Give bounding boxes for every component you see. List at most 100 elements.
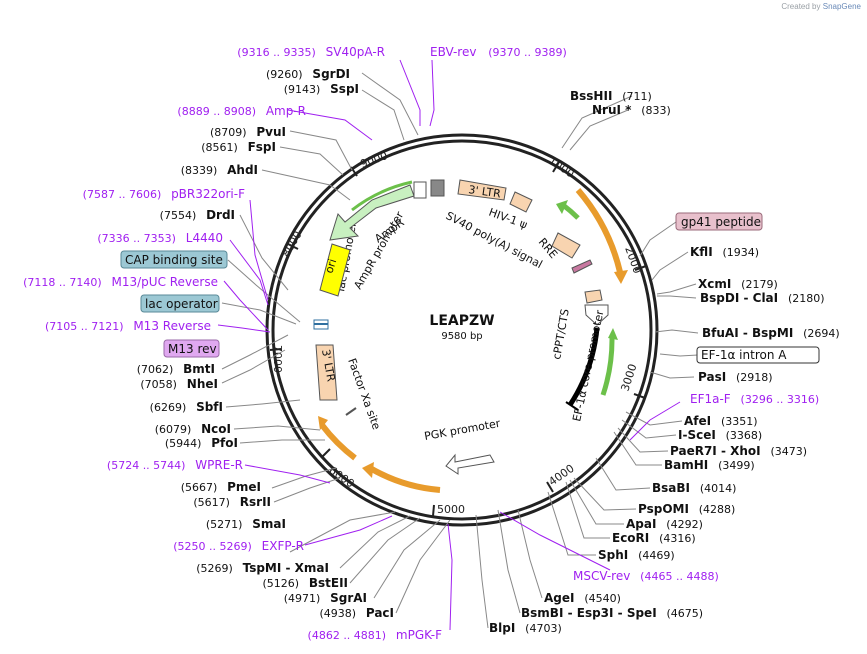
- snapgene-watermark: Created by SnapGene: [781, 2, 861, 11]
- site-bsteii[interactable]: BstEII: [309, 576, 348, 590]
- site-bsteii-pos: (5126): [262, 577, 299, 590]
- tick-8000: 8000: [279, 229, 304, 260]
- site-nhei[interactable]: NheI: [187, 377, 218, 391]
- feature-cap[interactable]: CAP binding site: [125, 253, 223, 267]
- site-drdi[interactable]: DrdI: [206, 208, 235, 222]
- site-ncoi[interactable]: NcoI: [201, 422, 231, 436]
- site-afei-pos: (3351): [721, 415, 758, 428]
- primer-ef1af[interactable]: EF1a-F: [690, 392, 731, 406]
- primer-mscv-pos: (4465 .. 4488): [640, 570, 719, 583]
- primer-ebvrev[interactable]: EBV-rev: [430, 45, 476, 59]
- site-bamhi[interactable]: BamHI: [664, 458, 708, 472]
- svg-text:(7105 .. 7121) M13 Reverse: (7105 .. 7121) M13 Reverse: [45, 319, 211, 333]
- orange-arrow-bottom-head: [362, 462, 374, 478]
- primer-exfpr[interactable]: EXFP-R: [262, 539, 304, 553]
- site-sspi[interactable]: SspI: [330, 82, 359, 96]
- primer-ampr[interactable]: Amp-R: [266, 104, 306, 118]
- ampr-promoter-box: [413, 181, 427, 199]
- primer-mpgkf[interactable]: mPGK-F: [396, 628, 442, 642]
- site-apai[interactable]: ApaI: [626, 517, 656, 531]
- site-agei[interactable]: AgeI: [544, 591, 574, 605]
- site-blpi[interactable]: BlpI: [489, 621, 515, 635]
- tick-marks: [269, 161, 647, 517]
- site-xcmi[interactable]: XcmI: [698, 277, 731, 291]
- feature-m13rev[interactable]: M13 rev: [168, 342, 217, 356]
- site-paci-pos: (4938): [319, 607, 356, 620]
- site-bmti[interactable]: BmtI: [183, 362, 215, 376]
- site-bspdi[interactable]: BspDI - ClaI: [700, 291, 778, 305]
- primer-mpgkf-pos: (4862 .. 4881): [308, 629, 387, 642]
- site-pasi[interactable]: PasI: [698, 370, 726, 384]
- site-bsshii-pos: (711): [622, 90, 652, 103]
- site-afei[interactable]: AfeI: [684, 414, 711, 428]
- site-ecori-pos: (4316): [659, 532, 696, 545]
- feature-ef1a-intron[interactable]: EF-1α intron A: [701, 348, 787, 362]
- site-paci[interactable]: PacI: [366, 606, 394, 620]
- site-pasi-pos: (2918): [736, 371, 773, 384]
- svg-text:(7336 .. 7353) L4440: (7336 .. 7353) L4440: [97, 231, 223, 245]
- svg-text:BamHI (3499): BamHI (3499): [664, 458, 755, 472]
- green-arrow-top: [561, 203, 580, 220]
- site-sphi[interactable]: SphI: [598, 548, 628, 562]
- backbone-outer: [265, 133, 659, 527]
- site-bsshii[interactable]: BssHII: [570, 89, 612, 103]
- primer-m13reverse[interactable]: M13 Reverse: [133, 319, 211, 333]
- svg-text:BfuAI - BspMI (2694): BfuAI - BspMI (2694): [702, 326, 840, 340]
- primer-m13puc[interactable]: M13/pUC Reverse: [112, 275, 219, 289]
- svg-text:KflI (1934): KflI (1934): [690, 245, 759, 259]
- leader-lines: [221, 72, 699, 629]
- factor-xa-label: Factor Xa site: [345, 357, 383, 432]
- site-bsabi[interactable]: BsaBI: [652, 481, 690, 495]
- site-smai[interactable]: SmaI: [252, 517, 286, 531]
- site-nrui-pos: (833): [641, 104, 671, 117]
- primer-pbr322[interactable]: pBR322ori-F: [171, 187, 245, 201]
- site-ahdi[interactable]: AhdI: [227, 163, 258, 177]
- primer-sv40par[interactable]: SV40pA-R: [326, 45, 385, 59]
- primer-m13reverse-pos: (7105 .. 7121): [45, 320, 124, 333]
- site-tspmi[interactable]: TspMI - XmaI: [243, 561, 329, 575]
- svg-text:EBV-rev (9370 .. 9389): EBV-rev (9370 .. 9389): [430, 45, 567, 59]
- svg-text:(8709) PvuI: (8709) PvuI: [210, 125, 286, 139]
- ef1a-end-tick: [565, 401, 579, 411]
- site-rsrii[interactable]: RsrII: [240, 495, 271, 509]
- site-bfuai[interactable]: BfuAI - BspMI: [702, 326, 793, 340]
- site-sgrdi[interactable]: SgrDI: [312, 67, 350, 81]
- ef1a-intron-bar: [567, 327, 600, 407]
- sv40-polya-box: [430, 179, 445, 197]
- green-arrow-top-head: [556, 200, 568, 214]
- site-kfli[interactable]: KflI: [690, 245, 713, 259]
- site-nrui[interactable]: NruI *: [592, 103, 632, 117]
- svg-text:MSCV-rev (4465 .. 4488): MSCV-rev (4465 .. 4488): [573, 569, 719, 583]
- m13rev-feature-box: [163, 339, 220, 358]
- svg-text:(8339) AhdI: (8339) AhdI: [181, 163, 258, 177]
- site-isce-pos: (3368): [726, 429, 763, 442]
- site-pfoi[interactable]: PfoI: [211, 436, 238, 450]
- ef1a-intron-feature-box: [696, 346, 820, 364]
- site-bsmbi[interactable]: BsmBI - Esp3I - SpeI: [521, 606, 657, 620]
- site-pmei[interactable]: PmeI: [227, 480, 261, 494]
- site-isce[interactable]: I-SceI: [678, 428, 716, 442]
- green-arrow-right-head: [608, 328, 618, 340]
- site-pvui[interactable]: PvuI: [256, 125, 286, 139]
- primer-mscv[interactable]: MSCV-rev: [573, 569, 630, 583]
- primer-l4440[interactable]: L4440: [186, 231, 223, 245]
- site-sgrai[interactable]: SgrAI: [330, 591, 367, 605]
- svg-text:(4862 .. 4881) mPGK-F: (4862 .. 4881) mPGK-F: [308, 628, 443, 642]
- primer-wprer[interactable]: WPRE-R: [195, 458, 243, 472]
- ltr-bottom-label: 3' LTR: [319, 348, 338, 383]
- svg-text:PspOMI (4288): PspOMI (4288): [638, 502, 735, 516]
- site-pfoi-pos: (5944): [165, 437, 202, 450]
- svg-text:AfeI (3351): AfeI (3351): [684, 414, 758, 428]
- site-pspomi[interactable]: PspOMI: [638, 502, 689, 516]
- site-sbfi[interactable]: SbfI: [196, 400, 223, 414]
- site-ecori[interactable]: EcoRI: [612, 531, 649, 545]
- site-pvui-pos: (8709): [210, 126, 247, 139]
- site-bfuai-pos: (2694): [803, 327, 840, 340]
- left-labels: (4862 .. 4881) mPGK-F (4938) PacI (4971)…: [23, 45, 442, 642]
- svg-text:(7587 .. 7606) pBR322ori-F: (7587 .. 7606) pBR322ori-F: [83, 187, 245, 201]
- site-paer7i[interactable]: PaeR7I - XhoI: [670, 444, 761, 458]
- site-fspi[interactable]: FspI: [248, 140, 276, 154]
- feature-gp41[interactable]: gp41 peptide: [681, 215, 761, 229]
- feature-lac-operator[interactable]: lac operator: [145, 297, 218, 311]
- svg-text:I-SceI (3368): I-SceI (3368): [678, 428, 762, 442]
